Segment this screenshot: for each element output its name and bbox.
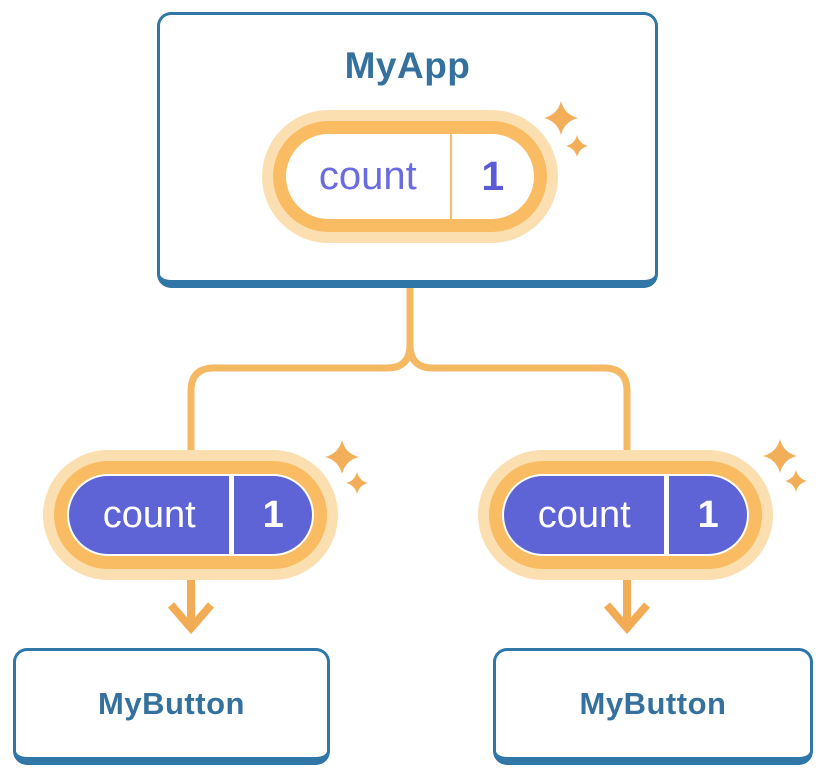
pill-divider [449, 134, 452, 219]
prop-pill-right: count 1 [478, 450, 773, 580]
component-title: MyButton [579, 686, 727, 721]
prop-value: 1 [262, 493, 284, 536]
component-title: MyButton [98, 686, 245, 721]
state-value: 1 [481, 153, 505, 199]
prop-pill-core: count 1 [489, 461, 762, 569]
prop-pill-left: count 1 [43, 450, 338, 580]
fork-connector-lines [187, 282, 631, 456]
state-pill-core: count 1 [273, 121, 547, 232]
pill-divider [229, 476, 235, 554]
component-title: MyApp [344, 45, 471, 86]
prop-pill-core: count 1 [54, 461, 327, 569]
prop-value: 1 [697, 493, 719, 536]
component-card-mybutton-left: MyButton [13, 648, 330, 765]
prop-label: count [537, 493, 631, 536]
pill-divider [664, 476, 670, 554]
state-pill-root: count 1 [262, 110, 558, 243]
component-card-mybutton-right: MyButton [493, 648, 813, 765]
state-label: count [318, 154, 417, 198]
prop-pill-fill: count 1 [69, 476, 312, 554]
prop-pill-fill: count 1 [504, 476, 747, 554]
prop-label: count [102, 493, 196, 536]
sparkles-icon [763, 439, 807, 492]
